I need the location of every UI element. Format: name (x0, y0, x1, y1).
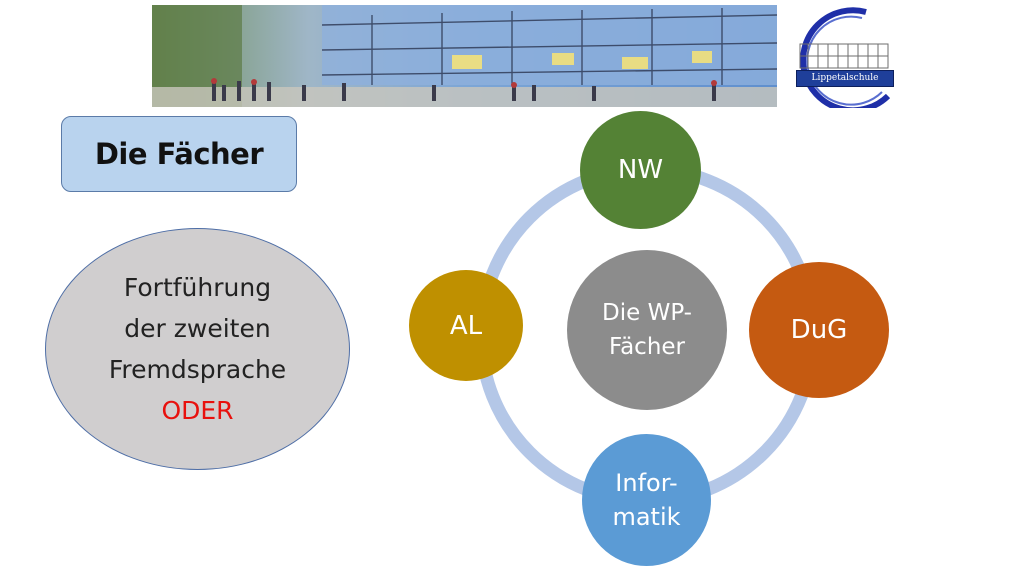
oval-line-2: der zweiten (124, 314, 271, 343)
oval-oder-label: ODER (161, 396, 234, 425)
nw-label: NW (617, 155, 664, 185)
al-label: AL (449, 310, 483, 341)
cycle-center-node: Die WP- Fächer (567, 250, 727, 410)
school-logo (778, 0, 898, 114)
cycle-node-al: AL (409, 270, 523, 381)
school-banner-image (152, 5, 777, 107)
slide-title: Die Fächer (61, 116, 297, 192)
informatik-line-2: matik (612, 503, 681, 531)
oval-line-1: Fortführung (123, 273, 272, 302)
informatik-line-1: Infor- (615, 469, 678, 497)
oval-line-3: Fremdsprache (108, 355, 287, 384)
center-line-2: Fächer (608, 334, 686, 360)
second-language-oval: Fortführung der zweiten Fremdsprache ODE… (45, 228, 350, 470)
cycle-node-informatik: Infor- matik (582, 434, 711, 566)
center-line-1: Die WP- (602, 300, 692, 326)
cycle-node-dug: DuG (749, 262, 889, 398)
dug-label: DuG (790, 315, 848, 345)
logo-wordmark: Lippetalschule (796, 70, 894, 87)
cycle-node-nw: NW (580, 111, 701, 229)
